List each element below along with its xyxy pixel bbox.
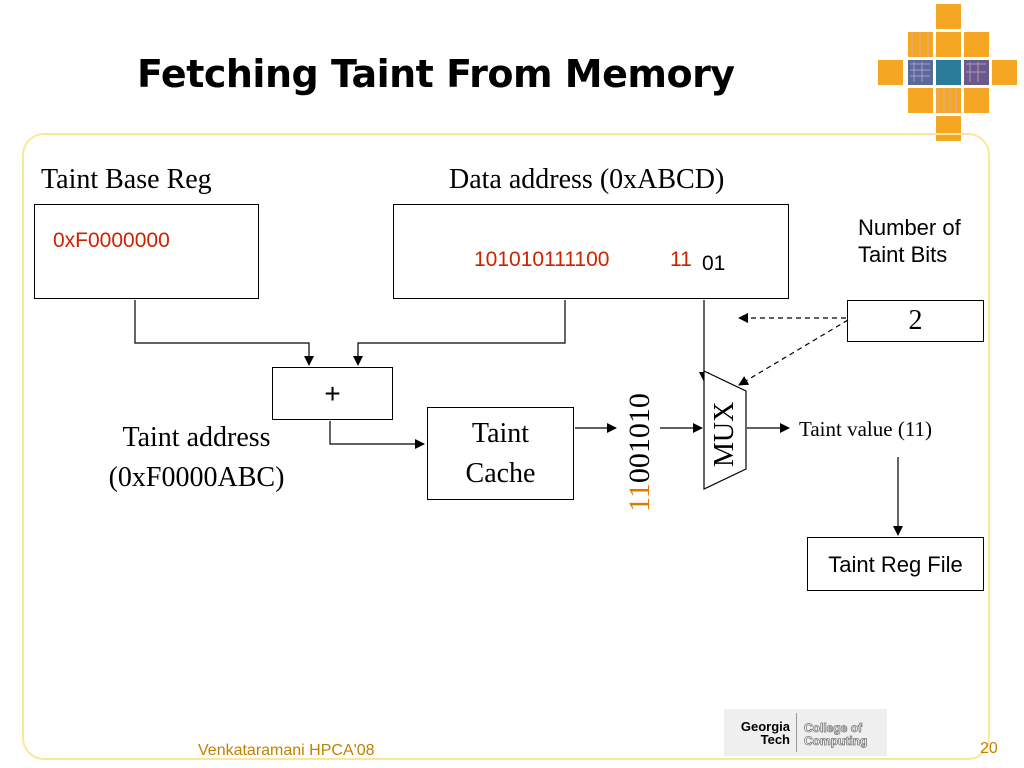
taint-base-reg-label: Taint Base Reg — [41, 164, 212, 195]
num-taint-bits-label: Number of Taint Bits — [858, 214, 961, 268]
logo-line2: Tech — [760, 732, 790, 747]
orange-grid-decoration — [878, 4, 1017, 141]
georgia-tech-logo: Georgia Tech College of Computing — [724, 709, 887, 756]
cache-output-bits: 11001010 — [623, 393, 656, 512]
taint-address-line2: (0xF0000ABC) — [108, 462, 285, 493]
taint-value-label: Taint value (11) — [799, 417, 933, 441]
taint-address-label: Taint address (0xF0000ABC) — [84, 418, 309, 498]
taint-reg-file-label: Taint Reg File — [828, 552, 963, 577]
taint-cache-line2: Cache — [465, 458, 536, 489]
page-number: 20 — [980, 740, 998, 757]
cache-output-bits-highlight: 11 — [623, 483, 656, 512]
taint-base-reg-box: 0xF0000000 — [34, 204, 259, 299]
slide-title: Fetching Taint From Memory — [137, 52, 735, 96]
data-address-select-bits: 11 — [670, 248, 692, 271]
footer-author: Venkataramani HPCA'08 — [198, 742, 375, 759]
taint-address-line1: Taint address — [122, 422, 271, 453]
adder-box: + — [272, 367, 393, 420]
taint-cache-box: Taint Cache — [427, 407, 574, 500]
data-address-low-bits: 01 — [702, 252, 726, 275]
data-address-label: Data address (0xABCD) — [449, 164, 725, 195]
logo-line1: Georgia — [740, 719, 790, 734]
num-taint-bits-label-line2: Taint Bits — [858, 242, 948, 267]
adder-symbol: + — [324, 378, 341, 409]
content-frame — [22, 133, 990, 760]
taint-reg-file-box: Taint Reg File — [807, 537, 984, 591]
logo-college-line1: College of — [804, 721, 863, 735]
data-address-high-bits: 101010111100 — [474, 248, 610, 271]
num-taint-bits-value: 2 — [908, 305, 923, 336]
logo-college-line2: Computing — [804, 734, 868, 748]
mux-label: MUX — [709, 401, 740, 467]
cache-output-bits-rest: 001010 — [623, 393, 656, 484]
num-taint-bits-label-line1: Number of — [858, 215, 961, 240]
data-address-box: 101010111100 11 01 — [393, 204, 789, 299]
taint-base-value: 0xF0000000 — [53, 229, 170, 252]
num-taint-bits-box: 2 — [847, 300, 984, 342]
taint-cache-line1: Taint — [471, 418, 530, 449]
